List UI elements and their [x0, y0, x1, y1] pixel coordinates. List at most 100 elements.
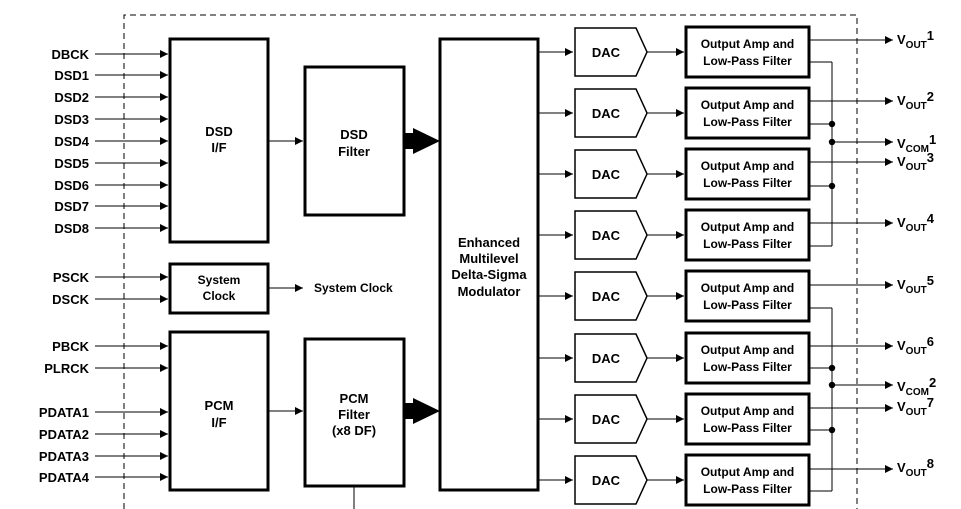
system-clock-block: System Clock — [168, 262, 270, 315]
pin-label-dsd1: DSD1 — [54, 68, 89, 83]
pin-label-pbck: PBCK — [52, 339, 89, 354]
vcom-label-1: VCOM1 — [897, 132, 936, 155]
output-amp-label-line1: Output Amp and — [701, 159, 795, 173]
vcom-bus-1 — [809, 61, 893, 247]
dsd-filter-block: DSD Filter — [303, 65, 406, 217]
output-amp-block — [684, 331, 811, 385]
dac-block — [574, 333, 648, 383]
output-amp-block — [684, 392, 811, 446]
pin-label-dsd7: DSD7 — [54, 199, 89, 214]
pcm-filter-label-line3: (x8 DF) — [332, 423, 376, 438]
pcm-if-label-line2: I/F — [211, 415, 226, 430]
dsd-if-block: DSD I/F — [168, 37, 270, 244]
dac-label: DAC — [592, 289, 621, 304]
output-amp-label-line1: Output Amp and — [701, 404, 795, 418]
dac-label: DAC — [592, 106, 621, 121]
dsd-bus-arrow — [404, 128, 440, 154]
chip-boundary — [123, 14, 858, 509]
system-clock-label-line2: Clock — [203, 289, 236, 303]
pin-label-dbck: DBCK — [51, 47, 89, 62]
output-amp-block — [684, 86, 811, 140]
output-amp-block — [684, 208, 811, 262]
pin-label-pdata4: PDATA4 — [39, 470, 90, 485]
output-amp-label-line1: Output Amp and — [701, 281, 795, 295]
dac-block — [574, 394, 648, 444]
pcm-bus-arrow — [404, 398, 440, 424]
pin-label-pdata2: PDATA2 — [39, 427, 89, 442]
vout-label-5: VOUT5 — [897, 273, 934, 296]
dac-block — [574, 88, 648, 138]
pin-label-pdata1: PDATA1 — [39, 405, 89, 420]
dac-block — [574, 27, 648, 77]
dac-label: DAC — [592, 473, 621, 488]
pcm-filter-label-line1: PCM — [340, 391, 369, 406]
pin-label-dsd6: DSD6 — [54, 178, 89, 193]
output-amp-label-line2: Low-Pass Filter — [703, 176, 792, 190]
input-pins: DBCKDSD1DSD2DSD3DSD4DSD5DSD6DSD7DSD8PSCK… — [39, 47, 168, 485]
output-amp-label-line1: Output Amp and — [701, 465, 795, 479]
pin-label-dsd2: DSD2 — [54, 90, 89, 105]
dac-label: DAC — [592, 45, 621, 60]
system-clock-label-line1: System — [198, 273, 241, 287]
output-amp-label-line1: Output Amp and — [701, 343, 795, 357]
vcom-label-2: VCOM2 — [897, 375, 936, 398]
vout-label-8: VOUT8 — [897, 456, 934, 479]
vout-label-7: VOUT7 — [897, 395, 934, 418]
output-amp-label-line2: Low-Pass Filter — [703, 115, 792, 129]
dac-label: DAC — [592, 412, 621, 427]
output-amp-label-line2: Low-Pass Filter — [703, 482, 792, 496]
output-amp-block — [684, 147, 811, 201]
vout-label-6: VOUT6 — [897, 334, 934, 357]
output-amp-block — [684, 453, 811, 507]
pin-label-dsd4: DSD4 — [54, 134, 89, 149]
dsd-if-label-line2: I/F — [211, 140, 226, 155]
dac-label: DAC — [592, 351, 621, 366]
vout-label-2: VOUT2 — [897, 89, 934, 112]
dac-label: DAC — [592, 228, 621, 243]
vout-label-1: VOUT1 — [897, 28, 934, 51]
pin-label-dsck: DSCK — [52, 292, 89, 307]
dsd-filter-label-line1: DSD — [340, 127, 367, 142]
modulator-label-line2: Multilevel — [459, 251, 518, 266]
output-amp-label-line2: Low-Pass Filter — [703, 54, 792, 68]
output-amp-block — [684, 269, 811, 323]
output-amp-label-line1: Output Amp and — [701, 220, 795, 234]
pcm-filter-label-line2: Filter — [338, 407, 370, 422]
dac-block — [574, 210, 648, 260]
output-amp-label-line1: Output Amp and — [701, 37, 795, 51]
pcm-filter-block: PCM Filter (x8 DF) — [303, 337, 406, 488]
vcom-bus-2 — [809, 307, 893, 492]
output-amp-label-line2: Low-Pass Filter — [703, 298, 792, 312]
dsd-if-label-line1: DSD — [205, 124, 232, 139]
vout-label-4: VOUT4 — [897, 211, 935, 234]
output-amp-label-line2: Low-Pass Filter — [703, 237, 792, 251]
modulator-label-line4: Modulator — [458, 284, 521, 299]
output-amp-label-line2: Low-Pass Filter — [703, 360, 792, 374]
system-clock-output-label: System Clock — [314, 281, 393, 295]
dac-block — [574, 149, 648, 199]
dac-label: DAC — [592, 167, 621, 182]
dac-block — [574, 271, 648, 321]
output-amp-block — [684, 25, 811, 79]
dsd-filter-label-line2: Filter — [338, 144, 370, 159]
vout-label-3: VOUT3 — [897, 150, 934, 173]
modulator-label-line1: Enhanced — [458, 235, 520, 250]
pin-label-psck: PSCK — [53, 270, 90, 285]
pcm-if-block: PCM I/F — [168, 330, 270, 492]
pin-label-pdata3: PDATA3 — [39, 449, 89, 464]
output-amp-label-line1: Output Amp and — [701, 98, 795, 112]
output-amp-label-line2: Low-Pass Filter — [703, 421, 792, 435]
pin-label-plrck: PLRCK — [44, 361, 89, 376]
pin-label-dsd5: DSD5 — [54, 156, 89, 171]
dac-block — [574, 455, 648, 505]
